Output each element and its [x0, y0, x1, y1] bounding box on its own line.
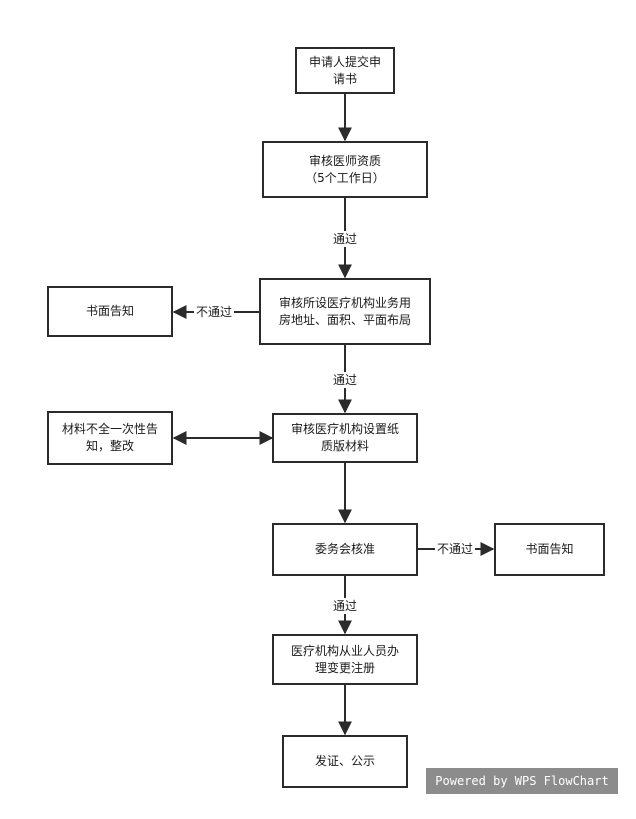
node-review-premises: 审核所设医疗机构业务用房地址、面积、平面布局 [259, 278, 431, 345]
node-issue-certificate: 发证、公示 [282, 735, 408, 788]
wps-flowchart-watermark: Powered by WPS FlowChart [426, 768, 618, 794]
node-change-registration: 医疗机构从业人员办理变更注册 [272, 634, 418, 685]
edge-label-pass-1: 通过 [331, 231, 360, 247]
node-written-notice-left: 书面告知 [47, 286, 173, 337]
node-review-paper-materials: 审核医疗机构设置纸质版材料 [272, 413, 418, 463]
edge-label-pass-3: 通过 [331, 598, 360, 614]
node-review-doctor-qualification: 审核医师资质（5个工作日） [262, 141, 428, 198]
node-submit-application: 申请人提交申请书 [295, 47, 395, 94]
node-written-notice-right: 书面告知 [494, 523, 605, 576]
edge-label-fail-1: 不通过 [194, 304, 235, 320]
edge-label-fail-2: 不通过 [435, 541, 476, 557]
node-committee-approval: 委务会核准 [272, 523, 418, 576]
node-incomplete-materials-notice: 材料不全一次性告知，整改 [47, 411, 173, 465]
edge-label-pass-2: 通过 [331, 372, 360, 388]
